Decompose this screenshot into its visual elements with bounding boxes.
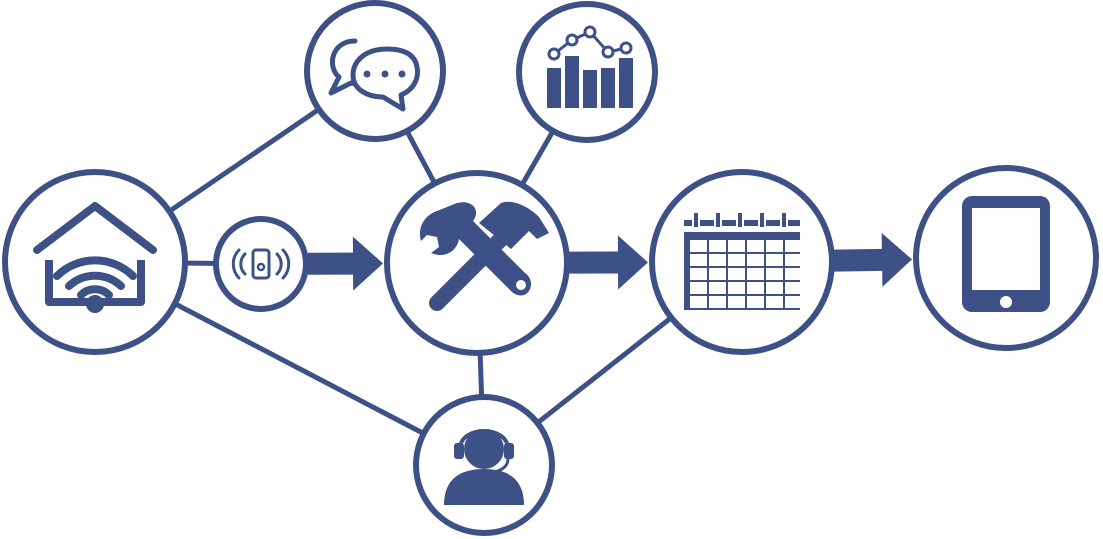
node-tools — [384, 170, 570, 356]
calendar-icon — [684, 211, 802, 310]
tablet-icon — [962, 196, 1050, 312]
support-agent-headset-icon — [444, 429, 524, 505]
node-smart-home — [2, 169, 188, 355]
flow-arrow-tools-calendar — [568, 235, 649, 290]
node-analytics — [516, 1, 658, 143]
vibration-sensor-icon — [231, 248, 291, 280]
node-sensor — [213, 216, 309, 312]
node-support — [413, 394, 555, 536]
node-chat — [304, 0, 446, 142]
smart-home-wifi-icon — [33, 202, 157, 313]
chat-bubbles-icon — [328, 38, 420, 112]
bar-line-chart-icon — [547, 25, 633, 108]
node-tablet — [913, 165, 1099, 351]
node-calendar — [649, 169, 835, 355]
flow-arrow-calendar-tablet — [833, 232, 913, 287]
flow-arrow-sensor-tools — [307, 236, 384, 291]
wrench-hammer-icon — [419, 201, 549, 311]
